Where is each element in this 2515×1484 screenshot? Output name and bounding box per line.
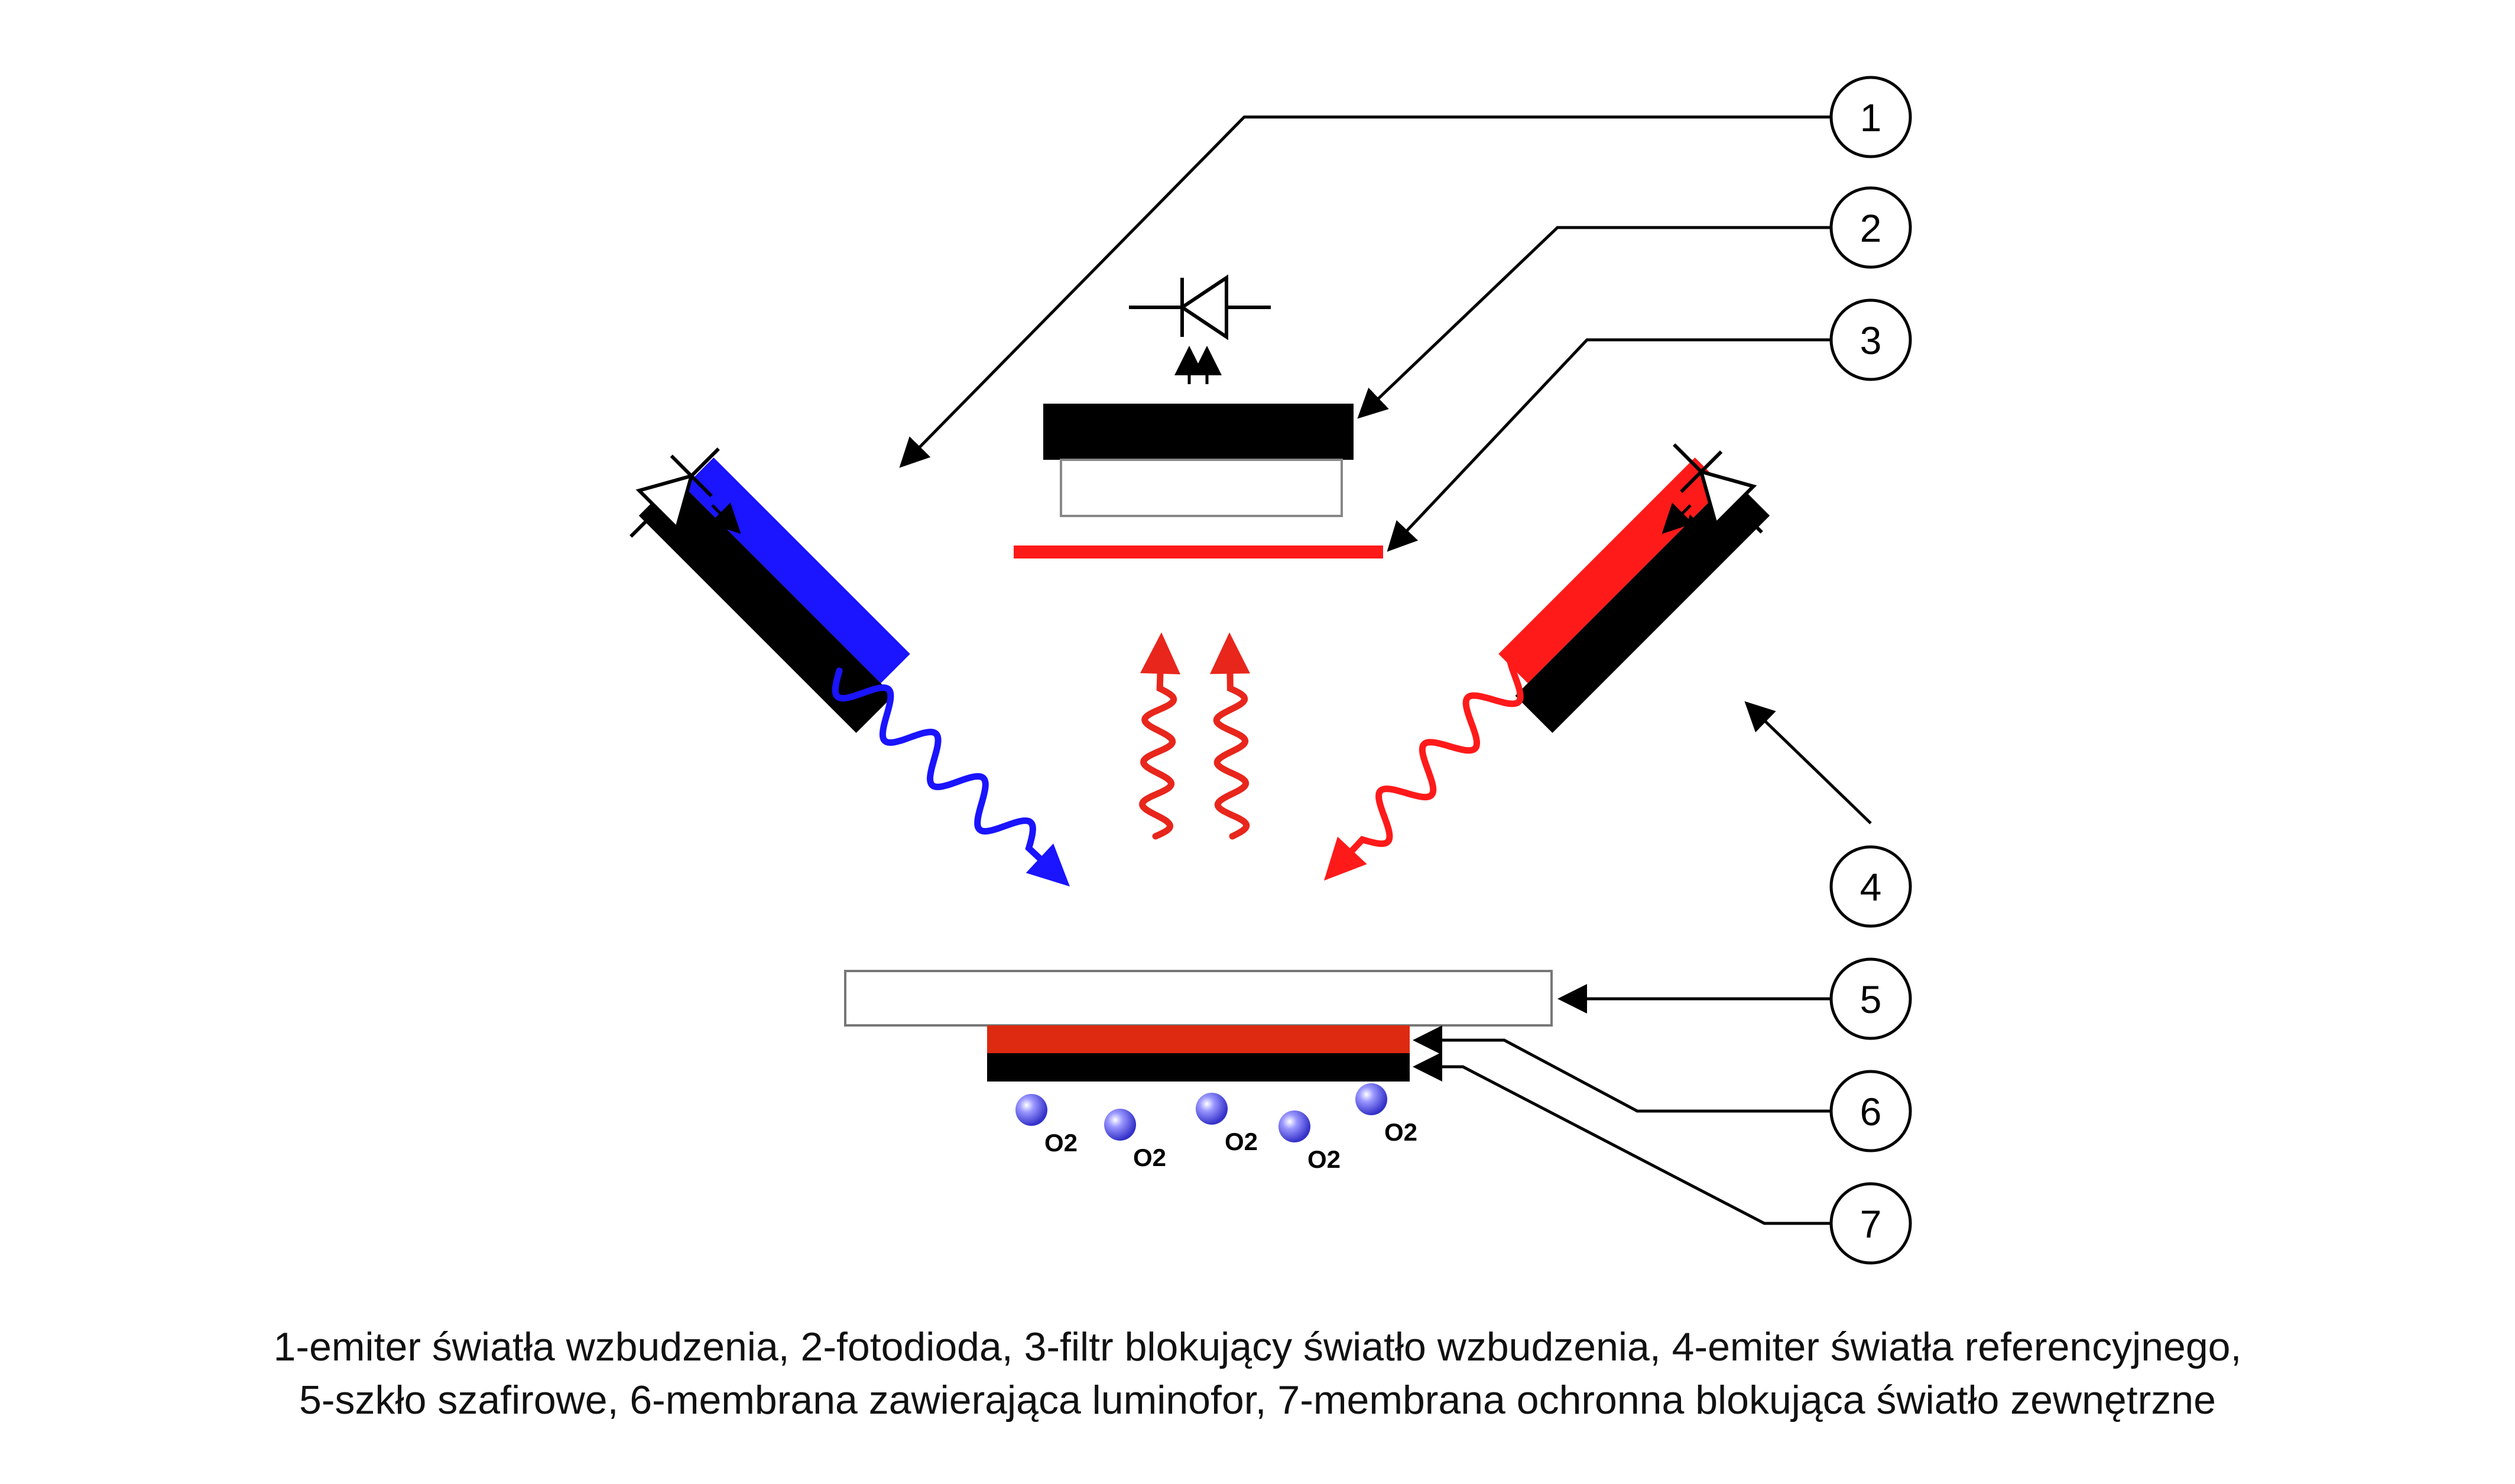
- oxygen-molecule-sphere: [1355, 1083, 1387, 1115]
- leader-2: [1357, 226, 1832, 419]
- excitation-light-wave-wave: [832, 667, 1058, 876]
- reference-light-wave-arrowhead: [1324, 836, 1367, 881]
- callout-circles: 1 2 3 4 5 6 7: [1829, 76, 1912, 1265]
- protective-membrane: [987, 1053, 1410, 1082]
- callout-1-number: 1: [1860, 96, 1882, 139]
- luminescence-wave-left-arrowhead: [1140, 632, 1180, 674]
- reference-led-icon: [1673, 443, 1763, 534]
- oxygen-molecule: O2: [1196, 1093, 1258, 1155]
- oxygen-molecule-label: O2: [1044, 1129, 1078, 1157]
- callout-leaders: [899, 115, 1872, 1225]
- reference-light-wave-wave: [1335, 645, 1540, 869]
- reference-light-wave: [1324, 645, 1540, 881]
- callout-1: 1: [1829, 76, 1912, 158]
- led-emission-arrows-icon: [689, 502, 741, 546]
- oxygen-molecule: O2: [1015, 1094, 1078, 1157]
- luminophore-membrane: [987, 1025, 1410, 1053]
- sapphire-glass: [844, 970, 1553, 1027]
- excitation-light-wave: [832, 667, 1070, 886]
- oxygen-molecule: O2: [1355, 1083, 1417, 1146]
- luminescence-wave-right-arrowhead: [1210, 632, 1250, 674]
- oxygen-molecule-sphere: [1015, 1094, 1047, 1126]
- callout-7-number: 7: [1860, 1202, 1882, 1246]
- luminescence-wave-left: [1139, 632, 1180, 840]
- callout-4: 4: [1829, 845, 1912, 928]
- callout-2: 2: [1829, 186, 1912, 269]
- excitation-blocking-filter: [1014, 545, 1383, 558]
- callout-6-number: 6: [1860, 1090, 1882, 1134]
- light-waves: [832, 632, 1540, 886]
- callout-4-number: 4: [1860, 865, 1882, 909]
- photodiode-icon: [1129, 274, 1271, 340]
- leader-6: [1413, 1025, 1832, 1113]
- caption-line-2: 5-szkło szafirowe, 6-membrana zawierając…: [299, 1378, 2216, 1423]
- leader-3: [1387, 338, 1832, 552]
- caption-line-1: 1-emiter światła wzbudzenia, 2-fotodioda…: [273, 1324, 2242, 1369]
- leader-4: [1744, 701, 1872, 824]
- luminescence-wave-right-wave: [1213, 650, 1250, 840]
- callout-3-number: 3: [1860, 319, 1882, 362]
- oxygen-molecule-sphere: [1278, 1110, 1310, 1142]
- photodiode-incoming-arrows-icon: [1174, 346, 1222, 384]
- led-icon: [629, 447, 720, 538]
- photodiode-body: [1043, 404, 1354, 460]
- luminescence-wave-left-wave: [1139, 650, 1177, 840]
- oxygen-molecule-sphere: [1104, 1109, 1136, 1141]
- photodiode-window: [1060, 459, 1343, 517]
- oxygen-molecule-label: O2: [1225, 1128, 1258, 1155]
- leader-7: [1413, 1052, 1832, 1225]
- oxygen-molecule-label: O2: [1384, 1118, 1417, 1146]
- oxygen-molecule-label: O2: [1133, 1144, 1166, 1171]
- callout-2-number: 2: [1860, 206, 1882, 250]
- oxygen-molecule: O2: [1278, 1110, 1341, 1173]
- callout-3: 3: [1829, 298, 1912, 381]
- excitation-light-wave-arrowhead: [1026, 843, 1070, 886]
- callout-5: 5: [1829, 957, 1912, 1040]
- callout-7: 7: [1829, 1182, 1912, 1265]
- photodiode: [1043, 404, 1354, 517]
- callout-5-number: 5: [1860, 978, 1882, 1021]
- oxygen-molecule-label: O2: [1307, 1145, 1341, 1173]
- leader-1: [899, 115, 1832, 468]
- oxygen-molecule-sphere: [1196, 1093, 1228, 1125]
- reference-led-emission-arrows-icon: [1661, 502, 1711, 546]
- oxygen-molecule: O2: [1104, 1109, 1166, 1171]
- luminescence-wave-right: [1210, 632, 1250, 840]
- callout-6: 6: [1829, 1070, 1912, 1152]
